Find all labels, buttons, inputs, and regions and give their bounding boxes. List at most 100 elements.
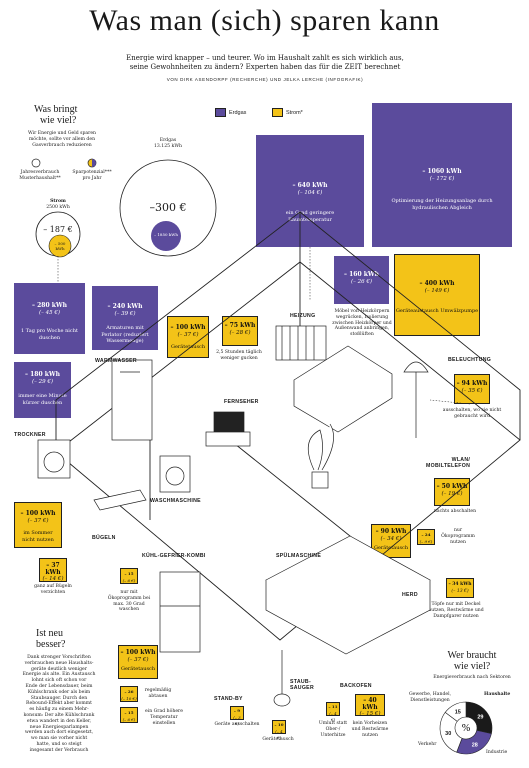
back-wall-left [55, 211, 301, 452]
back-wall-right [299, 211, 521, 440]
room-beleuchtung: BELEUCHTUNG [448, 357, 492, 363]
lamp-icon [403, 361, 429, 438]
strom-spuel-euro: (– 34 €) [380, 535, 402, 542]
article-line: Energie als alte. Ein Austausch [22, 672, 96, 678]
donut-subtitle: Energieverbrauch nach Sektoren [433, 675, 511, 680]
strom-ofen2-euro: (– 15 €) [359, 711, 381, 717]
legend-haushalt-text: Jahresverbrauch Musterhaushalt** [18, 170, 62, 182]
legend-spar-line-2: pro Jahr [82, 176, 102, 181]
strom-circle-label: Strom 2500 kWh [38, 199, 78, 211]
strom-kuehl-value: – 100 kWh [120, 649, 156, 656]
strom-spuel-value: – 90 kWh [375, 528, 407, 535]
legend-strom: Strom* [272, 108, 303, 117]
donut-heading-line-1: Wer braucht [447, 650, 497, 661]
strom-oeko-euro: (– 9 €) [419, 538, 433, 544]
room-waschmaschine: WASCHMASCHINE [150, 498, 201, 504]
article-line: lohnt sich oft schon vor [31, 678, 87, 684]
room-fernseher: FERNSEHER [224, 399, 259, 405]
radiator-icon [275, 325, 327, 361]
spar-half-icon [92, 159, 96, 167]
donut-value-label: 29 [477, 714, 483, 720]
strom-licht-euro: (– 35 €) [461, 387, 483, 394]
strom-wasch-euro: (– 6 €) [122, 577, 136, 583]
tv-stand [205, 431, 251, 447]
strom-wlan-euro: (– 19 €) [441, 490, 463, 497]
intro-heading-line-1: Was bringt [34, 104, 78, 115]
radiator-body [275, 325, 327, 361]
strom-buegeln-box: – 37 kWh (– 14 €) [39, 558, 67, 582]
article-line: Kühlschrank oder als beim [27, 689, 91, 695]
wlan-note: nachts abschalten [433, 509, 477, 514]
strom-licht-value: – 94 kWh [456, 380, 488, 387]
strom-sauger-value: – 10 [274, 722, 284, 727]
strom-herd-value: – 34 kWh [448, 582, 472, 587]
ironing-board [93, 489, 147, 511]
kuehl-note-1: regelmäßig abtauen [144, 688, 172, 699]
strom-15-value: – 15 [124, 710, 134, 715]
strom-ofen2-box: – 40 kWh (– 15 €) [355, 694, 385, 717]
strom-trockner-text: im Sommer nicht nutzen [22, 530, 54, 543]
gas-raum-value: – 640 kWh [292, 182, 328, 189]
room-sauger: STAUB- SAUGER [290, 679, 314, 691]
strom-oeko-value: – 24 [421, 532, 431, 537]
sauger-note: Gerätetausch [262, 737, 294, 742]
article-line: Dank strenger Vorschriften [27, 655, 91, 660]
strom-ofen2-value: – 40 kWh [362, 697, 378, 711]
lamp-shade [403, 361, 429, 373]
gas-moebel-note: Möbel von Heizkörpern wegrücken, Isolier… [332, 309, 392, 338]
gas-minute-value: – 180 kWh [25, 371, 60, 378]
donut-value-label: 28 [472, 742, 478, 748]
erdgas-spar-circle [151, 221, 181, 251]
plant-leaf-1 [307, 429, 323, 471]
strom-save: – 500 kWh [54, 241, 66, 251]
intro-heading: Was bringt wie viel? [34, 104, 77, 126]
strom-kuehl-box: – 100 kWh (– 37 €) Gerätetausch [118, 645, 158, 679]
intro-text: Wir Energie und Geld sparen möchte, soll… [22, 131, 102, 149]
room-wlan-line-1: WLAN/ [451, 457, 471, 463]
donut-label-gewerbe: Gewerbe, Handel, Dienstleistungen [408, 692, 452, 703]
article-line: hatte, und so steigt [36, 741, 82, 747]
strom-fern-euro: (– 37 €) [177, 331, 199, 338]
strom-pumpe-value: – 400 kWh [419, 280, 455, 287]
washing-machine-icon [159, 455, 191, 493]
fridge-body [159, 571, 201, 653]
article-line: es häufig zu einem Mehr- [29, 707, 89, 713]
shower-cabin [111, 359, 153, 441]
strom-buegeln-value: – 37 kWh [45, 562, 61, 576]
dryer-icon [37, 439, 71, 479]
gas-minute-text: immer eine Minute kürzer duschen [18, 393, 67, 406]
strom-ofen1-box: – 11 (– 4 €) [326, 702, 340, 722]
vacuum-icon [273, 650, 291, 707]
article-heading-line-2: besser? [36, 639, 66, 650]
strom-ofen1-euro: (– 4 €) [329, 710, 337, 723]
room-herd: HERD [402, 592, 418, 598]
donut-label-verkehr: Verkehr [418, 742, 437, 747]
room-backofen: BACKOFEN [340, 683, 372, 689]
buegeln-note: ganz auf Bügeln verzichten [34, 584, 72, 595]
erdgas-circle-title: Erdgas [159, 138, 177, 143]
strom-pumpe-euro: (– 149 €) [424, 287, 450, 294]
strom-kuehl-text: Gerätetausch [120, 666, 156, 672]
strom-herd-euro: (– 13 €) [451, 588, 469, 594]
standby-note: Geräte ausschalten [214, 722, 260, 727]
strom-fernseher-box: – 100 kWh (– 37 €) Gerätetausch [167, 316, 209, 358]
gas-raum-euro: (– 104 €) [297, 189, 323, 196]
gas-woche-euro: (– 45 €) [38, 309, 61, 316]
gas-armatur-box: – 240 kWh (– 39 €) Armaturen mit Perlato… [92, 286, 158, 350]
strom-gucken-euro: (– 28 €) [229, 329, 251, 336]
gas-moebel-box: – 160 kWh (– 26 €) [334, 256, 389, 304]
donut-value-label: 15 [455, 709, 461, 715]
sofa-icon [293, 345, 393, 433]
sofa-body [293, 345, 393, 433]
gas-woche-box: – 280 kWh (– 45 €) 1 Tag pro Woche nicht… [14, 283, 85, 354]
article-line: Staubsauger. Durch den [30, 695, 88, 701]
gas-woche-value: – 280 kWh [32, 302, 67, 309]
gas-heiz-text: Optimierung der Heizungsanlage durch hyd… [391, 198, 493, 211]
room-warmwasser: WARMWASSER [95, 358, 137, 364]
kitchen-icon [265, 535, 431, 655]
strom-trockner-box: – 100 kWh (– 37 €) im Sommer nicht nutze… [14, 502, 62, 548]
gas-armatur-text: Armaturen mit Perlator (reduziert Wasser… [101, 325, 149, 344]
article-line: insgesamt der Verbrauch [29, 747, 89, 753]
